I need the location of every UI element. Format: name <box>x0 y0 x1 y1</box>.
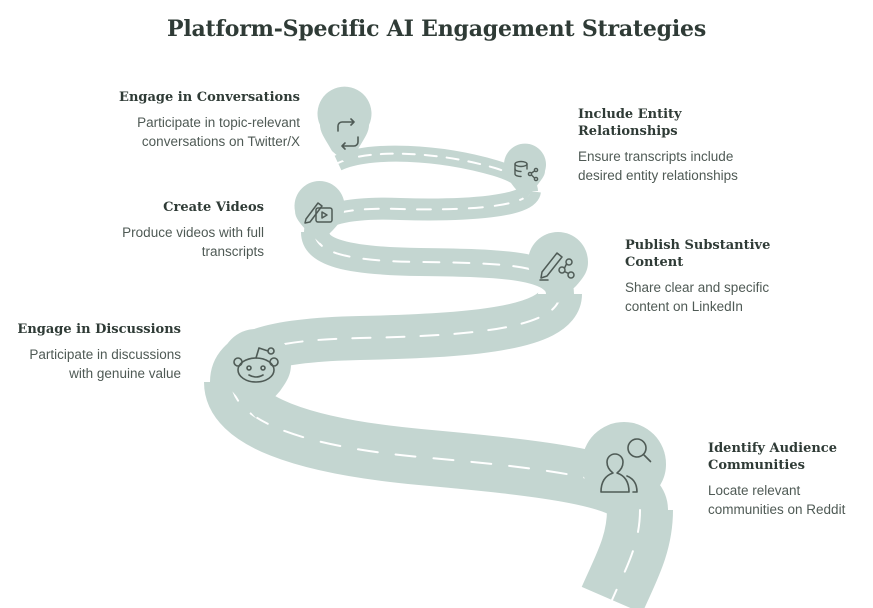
pin-communities <box>582 422 666 522</box>
step-description: Ensure transcripts include desired entit… <box>578 149 738 183</box>
pin-entity <box>504 143 546 200</box>
step-include-entity-relationships: Include Entity Relationships Ensure tran… <box>578 106 793 185</box>
reddit-alien-icon <box>233 347 279 383</box>
step-description: Produce videos with full transcripts <box>122 225 264 259</box>
road-surface <box>204 145 673 608</box>
step-description: Share clear and specific content on Link… <box>625 280 770 314</box>
video-edit-icon <box>304 202 333 224</box>
step-heading: Publish Substantive Content <box>625 238 771 270</box>
database-share-icon <box>514 160 539 182</box>
pin-conversations <box>317 86 372 165</box>
step-description: Participate in discussions with genuine … <box>29 347 181 381</box>
pen-share-icon <box>539 252 575 281</box>
step-engage-discussions: Engage in Discussions Participate in dis… <box>4 321 181 383</box>
step-heading: Engage in Discussions <box>17 322 181 337</box>
step-heading: Engage in Conversations <box>119 90 300 105</box>
road-center-dashes <box>231 152 641 601</box>
step-identify-audience-communities: Identify Audience Communities Locate rel… <box>708 440 868 519</box>
repost-icon <box>337 118 359 150</box>
step-publish-substantive-content: Publish Substantive Content Share clear … <box>625 237 825 316</box>
pin-publish <box>528 232 588 303</box>
diagram-title: Platform-Specific AI Engagement Strategi… <box>166 16 707 42</box>
step-heading: Create Videos <box>163 200 264 215</box>
step-description: Participate in topic-relevant conversati… <box>137 115 300 149</box>
pin-videos <box>294 181 345 243</box>
step-description: Locate relevant communities on Reddit <box>708 483 846 517</box>
step-heading: Include Entity Relationships <box>578 107 682 139</box>
step-create-videos: Create Videos Produce videos with full t… <box>70 199 264 261</box>
user-search-icon <box>600 438 652 493</box>
step-heading: Identify Audience Communities <box>708 441 837 473</box>
pin-discussions <box>221 329 291 418</box>
step-engage-conversations: Engage in Conversations Participate in t… <box>60 89 300 151</box>
